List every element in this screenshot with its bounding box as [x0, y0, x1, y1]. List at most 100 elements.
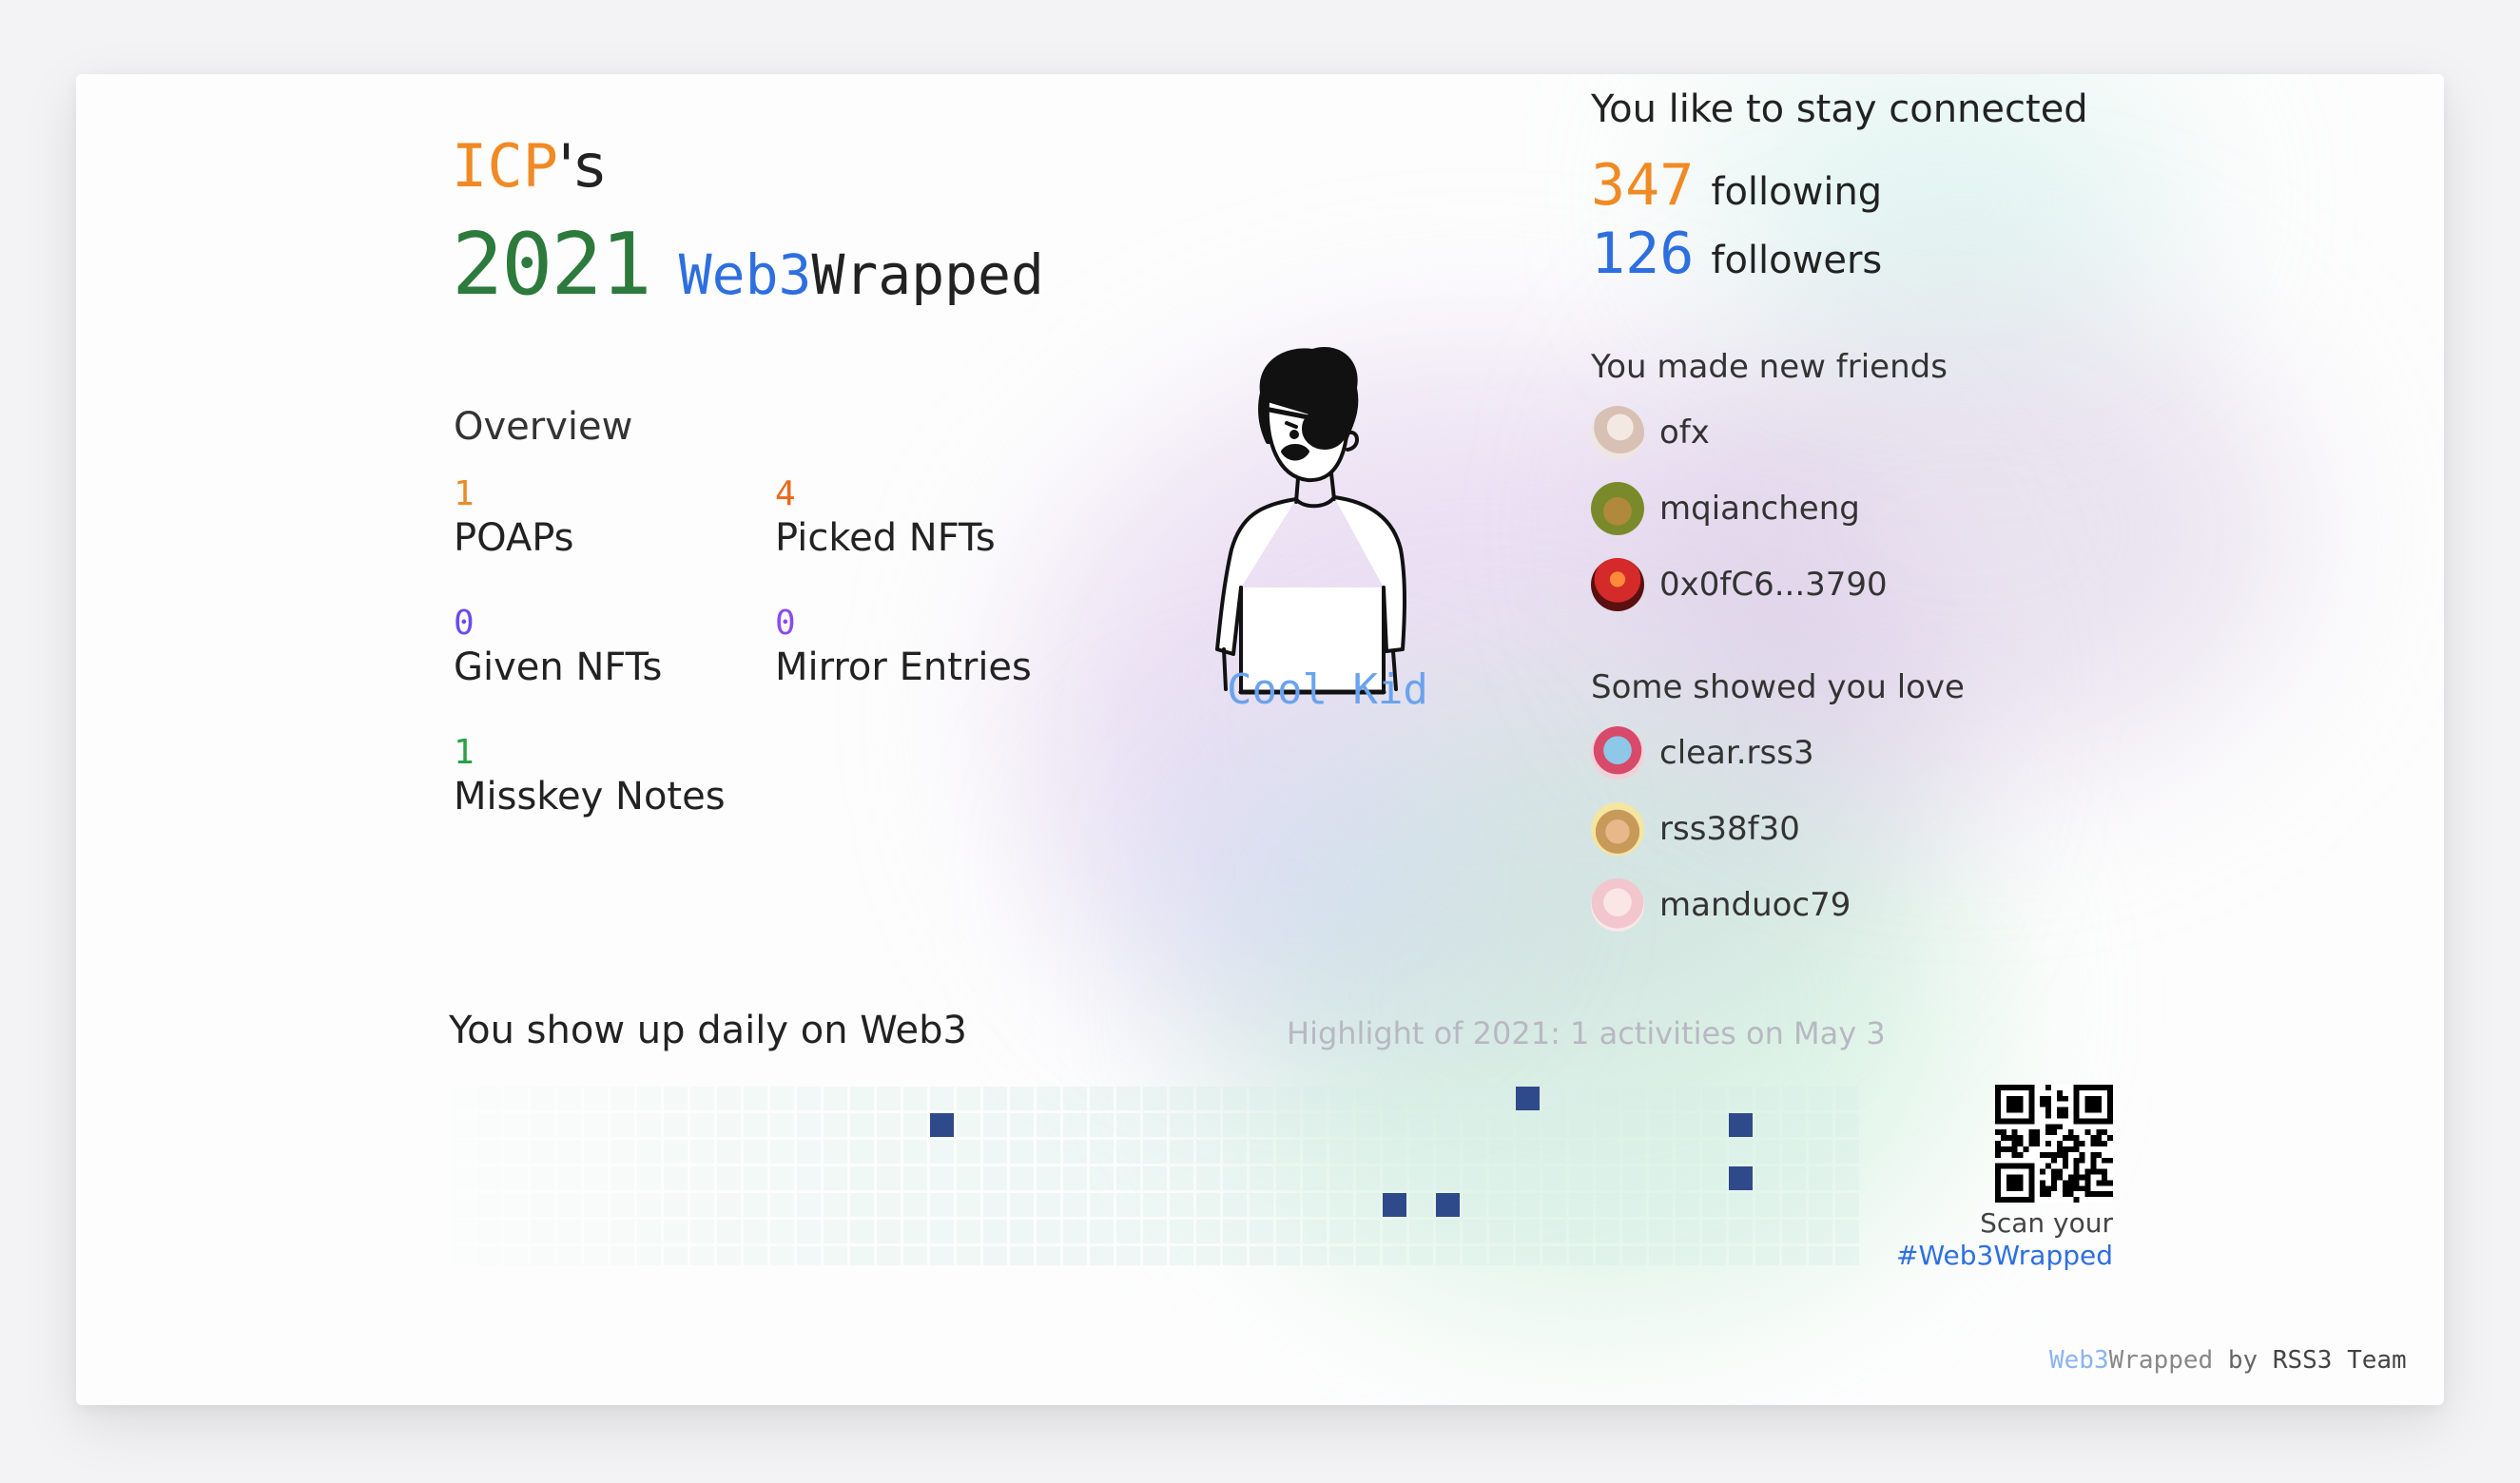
heatmap-cell [1542, 1220, 1566, 1243]
heatmap-cell [477, 1166, 501, 1190]
heatmap-cell [1143, 1166, 1167, 1190]
heatmap-cell [1409, 1087, 1433, 1110]
heatmap-cell [877, 1246, 901, 1265]
heatmap-cell [1409, 1166, 1433, 1190]
heatmap-cell [1090, 1246, 1114, 1265]
heatmap-cell [1489, 1246, 1513, 1265]
heatmap-cell [477, 1113, 501, 1137]
heatmap-cell [1276, 1166, 1300, 1190]
heatmap-cell [690, 1140, 714, 1164]
heatmap-cell [957, 1246, 980, 1265]
heatmap-cell [611, 1166, 634, 1190]
heatmap-cell [744, 1166, 767, 1190]
heatmap-cell [1463, 1193, 1486, 1217]
stat-given-nfts-value: 0 [454, 604, 475, 643]
heatmap-cell [1835, 1220, 1859, 1243]
stat-mirror-entries-label: Mirror Entries [775, 645, 1032, 689]
heatmap-cell [797, 1193, 821, 1217]
heatmap-cell [1835, 1246, 1859, 1265]
heatmap-cell [877, 1220, 901, 1243]
heatmap-cell [1596, 1166, 1619, 1190]
heatmap-cell [1755, 1220, 1779, 1243]
heatmap-cell [1516, 1246, 1540, 1265]
heatmap-cell [1143, 1220, 1167, 1243]
heatmap-cell [1276, 1113, 1300, 1137]
heatmap-cell [877, 1140, 901, 1164]
heatmap-cell [824, 1087, 847, 1110]
heatmap-cell [1569, 1087, 1593, 1110]
stat-mirror-entries-value: 0 [775, 604, 796, 643]
heatmap-cell [1409, 1140, 1433, 1164]
heatmap-cell [1063, 1166, 1087, 1190]
heatmap-cell [1170, 1166, 1193, 1190]
heatmap-cell [903, 1220, 927, 1243]
heatmap-cell [797, 1246, 821, 1265]
sunset-avatar [1591, 558, 1644, 611]
qr-code-icon[interactable] [1995, 1085, 2113, 1203]
heatmap-cell [1755, 1166, 1779, 1190]
heatmap-cell-active [1516, 1087, 1540, 1110]
heatmap-cell [957, 1193, 980, 1217]
love-item-manduoc79[interactable]: manduoc79 [1591, 878, 1851, 932]
heatmap-cell [664, 1113, 688, 1137]
heatmap-cell [1729, 1246, 1753, 1265]
heatmap-cell [1436, 1113, 1460, 1137]
heatmap-cell [1702, 1087, 1726, 1110]
heatmap-cell [1622, 1246, 1646, 1265]
heatmap-cell [1303, 1220, 1327, 1243]
heatmap-cell [850, 1113, 874, 1137]
heatmap-cell [1116, 1193, 1140, 1217]
love-item-rss38f30[interactable]: rss38f30 [1591, 802, 1800, 856]
footer-team[interactable]: RSS3 Team [2272, 1346, 2407, 1375]
heatmap-cell [1143, 1140, 1167, 1164]
heatmap-cell [1303, 1087, 1327, 1110]
heatmap-cell [1196, 1087, 1220, 1110]
qr-hashtag[interactable]: #Web3Wrapped [1896, 1240, 2113, 1271]
heatmap-cell [531, 1087, 554, 1110]
heatmap-cell [1250, 1193, 1273, 1217]
heatmap-cell [1676, 1113, 1699, 1137]
brand-web3: Web3 [678, 242, 812, 307]
stat-given-nfts-label: Given NFTs [454, 645, 663, 689]
heatmap-cell [797, 1087, 821, 1110]
heatmap-cell [1835, 1113, 1859, 1137]
heatmap-cell [1782, 1246, 1806, 1265]
heatmap-cell [1303, 1166, 1327, 1190]
heatmap-cell [1383, 1166, 1406, 1190]
heatmap-cell [1223, 1246, 1247, 1265]
love-item-clear-rss3[interactable]: clear.rss3 [1591, 726, 1814, 780]
heatmap-cell [1037, 1193, 1060, 1217]
friend-item-mqiancheng[interactable]: mqiancheng [1591, 482, 1860, 535]
friend-item-ofx[interactable]: ofx [1591, 406, 1710, 459]
heatmap-cell-active [1436, 1193, 1460, 1217]
heatmap-cell [504, 1166, 528, 1190]
heatmap-cell [504, 1113, 528, 1137]
heatmap-cell [1729, 1193, 1753, 1217]
heatmap-cell [531, 1220, 554, 1243]
heatmap-cell [1622, 1166, 1646, 1190]
friend-item-0x0fc6[interactable]: 0x0fC6...3790 [1591, 558, 1888, 611]
ape-avatar [1591, 482, 1644, 535]
heatmap-cell [637, 1246, 661, 1265]
stat-picked-nfts-label: Picked NFTs [775, 516, 996, 560]
heatmap-cell [1596, 1140, 1619, 1164]
heatmap-cell [1569, 1246, 1593, 1265]
heatmap-cell [531, 1140, 554, 1164]
heatmap-cell [770, 1166, 794, 1190]
heatmap-cell [1782, 1113, 1806, 1137]
heatmap-cell [1356, 1246, 1380, 1265]
heatmap-cell [531, 1113, 554, 1137]
footer-credit: Web3Wrapped by RSS3 Team [2049, 1346, 2407, 1375]
anime-avatar [1591, 878, 1644, 932]
heatmap-cell [877, 1166, 901, 1190]
heatmap-cell [1063, 1140, 1087, 1164]
friend-name: ofx [1659, 414, 1710, 452]
heatmap-cell [1809, 1087, 1832, 1110]
heatmap-cell [557, 1193, 581, 1217]
heatmap-cell [850, 1140, 874, 1164]
heatmap-cell [690, 1113, 714, 1137]
heatmap-cell [1383, 1140, 1406, 1164]
heatmap-cell [584, 1246, 608, 1265]
heatmap-cell [1516, 1113, 1540, 1137]
heatmap-cell [1116, 1166, 1140, 1190]
